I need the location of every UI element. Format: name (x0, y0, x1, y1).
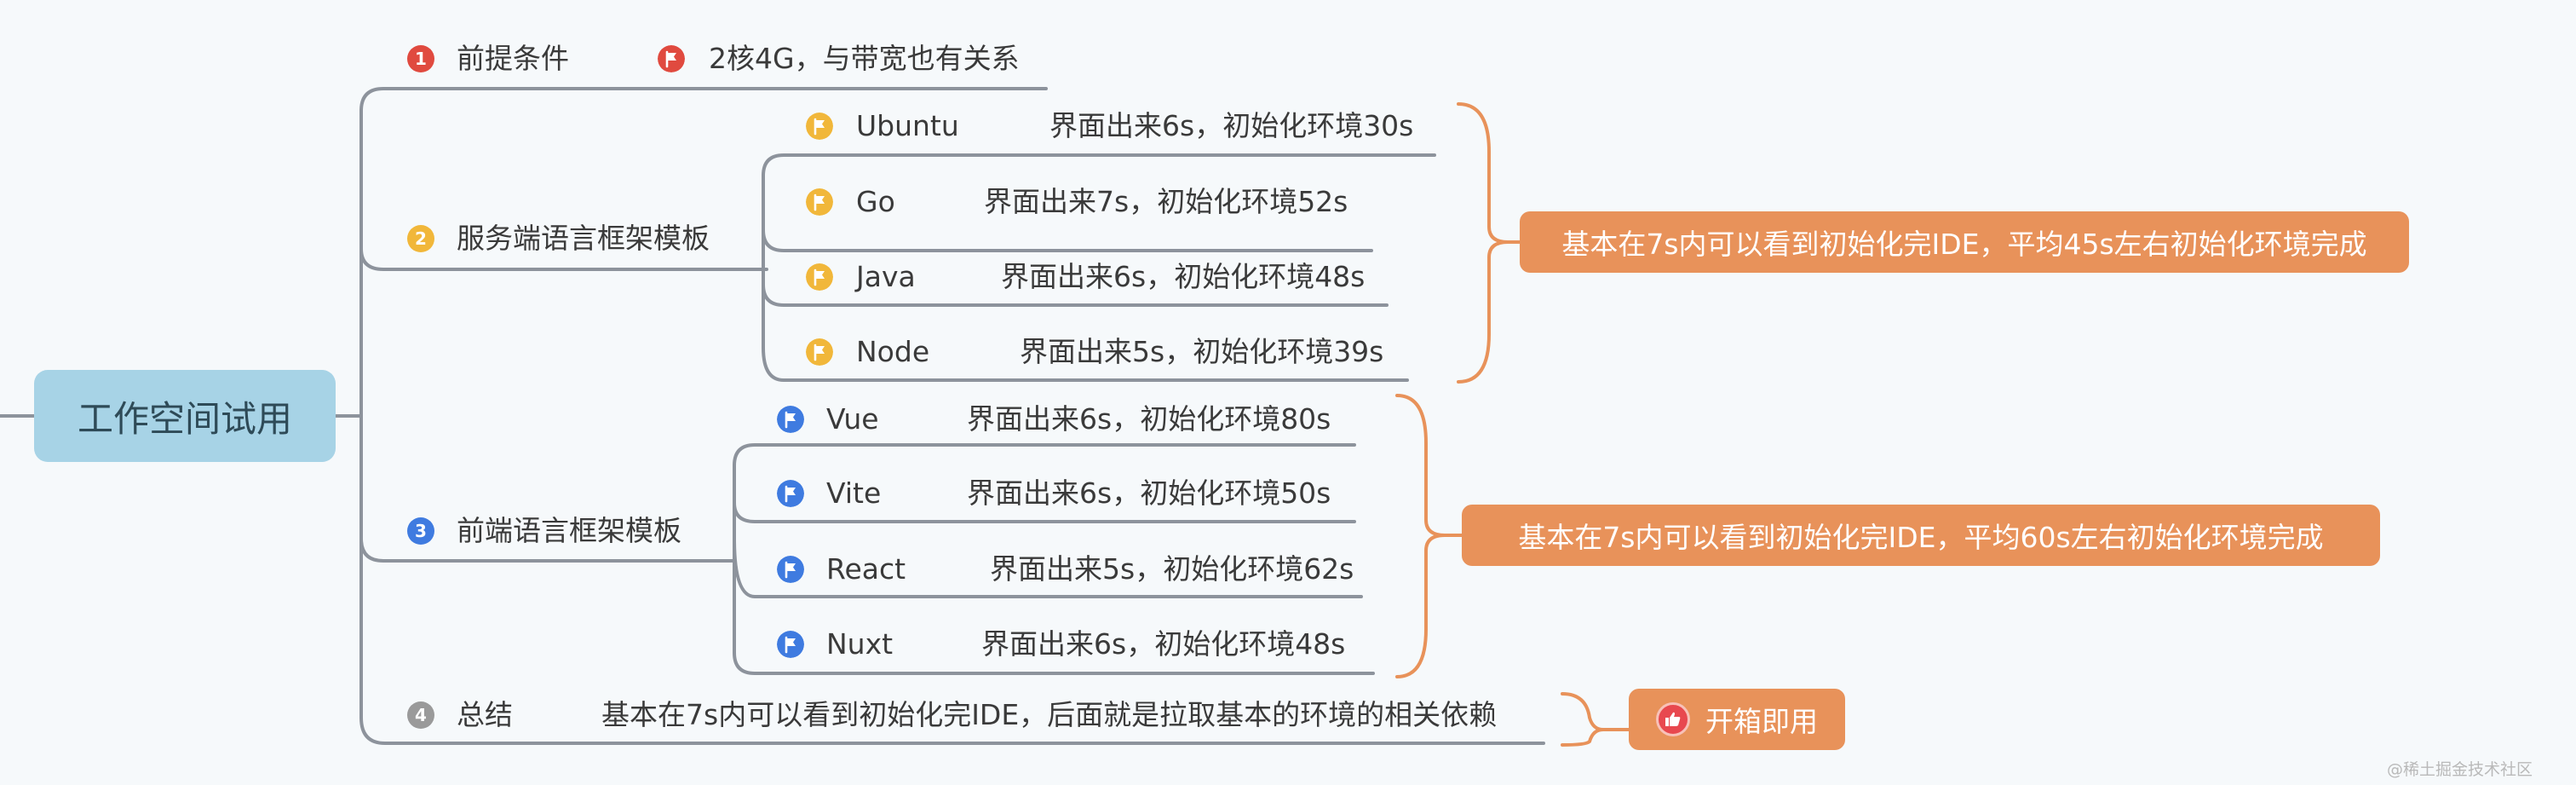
template-react[interactable]: React (826, 552, 906, 586)
number-3-icon: 3 (407, 517, 434, 545)
template-java-detail: 界面出来6s，初始化环境48s (1001, 260, 1366, 293)
template-java[interactable]: Java (856, 260, 916, 293)
frontend-summary-text: 基本在7s内可以看到初始化完IDE，平均60s左右初始化环境完成 (1518, 521, 2324, 554)
branch-summary[interactable]: 总结 (457, 698, 513, 731)
out-of-box-badge-label: 开箱即用 (1705, 705, 1818, 738)
template-vue[interactable]: Vue (826, 402, 879, 436)
number-1-icon: 1 (407, 45, 434, 72)
template-ubuntu-detail: 界面出来6s，初始化环境30s (1049, 109, 1414, 142)
template-node[interactable]: Node (856, 335, 930, 368)
flag-icon (658, 45, 685, 72)
branch-prerequisites[interactable]: 前提条件 (457, 42, 569, 75)
template-ubuntu[interactable]: Ubuntu (856, 109, 959, 142)
out-of-box-badge[interactable]: 开箱即用 (1629, 689, 1845, 750)
flag-icon (777, 556, 804, 583)
template-nuxt-detail: 界面出来6s，初始化环境48s (981, 627, 1346, 661)
thumbs-up-icon (1656, 702, 1690, 736)
branch-frontend-templates[interactable]: 前端语言框架模板 (457, 514, 681, 547)
backend-summary-callout[interactable]: 基本在7s内可以看到初始化完IDE，平均45s左右初始化环境完成 (1520, 211, 2409, 273)
flag-icon (806, 188, 833, 216)
flag-icon (806, 263, 833, 291)
template-vite[interactable]: Vite (826, 476, 882, 510)
flag-icon (806, 113, 833, 140)
template-go[interactable]: Go (856, 185, 895, 218)
root-topic-label: 工作空间试用 (77, 397, 292, 440)
branch-backend-templates[interactable]: 服务端语言框架模板 (457, 222, 710, 255)
flag-icon (777, 631, 804, 658)
number-4-icon: 4 (407, 701, 434, 729)
flag-icon (806, 338, 833, 366)
flag-icon (777, 480, 804, 507)
template-vue-detail: 界面出来6s，初始化环境80s (967, 402, 1331, 436)
root-topic[interactable]: 工作空间试用 (34, 370, 336, 462)
template-node-detail: 界面出来5s，初始化环境39s (1020, 335, 1384, 368)
summary-note: 基本在7s内可以看到初始化完IDE，后面就是拉取基本的环境的相关依赖 (601, 698, 1498, 731)
frontend-summary-callout[interactable]: 基本在7s内可以看到初始化完IDE，平均60s左右初始化环境完成 (1462, 505, 2380, 566)
flag-icon (777, 406, 804, 433)
prerequisites-note: 2核4G，与带宽也有关系 (709, 42, 1020, 75)
number-2-icon: 2 (407, 225, 434, 252)
watermark: @稀土掘金技术社区 (2387, 760, 2533, 779)
backend-summary-text: 基本在7s内可以看到初始化完IDE，平均45s左右初始化环境完成 (1561, 228, 2367, 261)
template-go-detail: 界面出来7s，初始化环境52s (984, 185, 1348, 218)
template-vite-detail: 界面出来6s，初始化环境50s (967, 476, 1331, 510)
template-react-detail: 界面出来5s，初始化环境62s (990, 552, 1354, 586)
template-nuxt[interactable]: Nuxt (826, 627, 894, 661)
